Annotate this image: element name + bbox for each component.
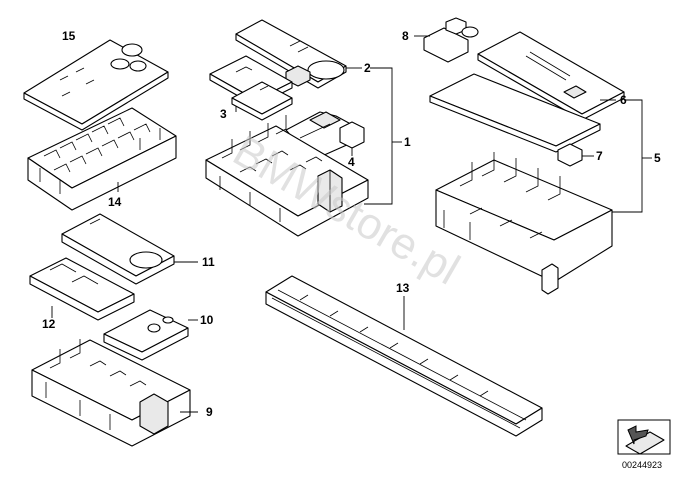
part-13-strip[interactable] (265, 275, 543, 437)
part-15-cover[interactable] (23, 39, 169, 131)
label-11: 11 (202, 255, 215, 269)
label-4: 4 (348, 155, 355, 169)
bracket-1 (364, 67, 393, 205)
label-3: 3 (220, 107, 227, 121)
part-1-housing[interactable] (205, 115, 369, 237)
label-2: 2 (364, 61, 371, 75)
label-14: 14 (108, 195, 122, 209)
label-6: 6 (620, 93, 627, 107)
part-3-lid[interactable] (209, 55, 293, 121)
arrow-icon (617, 419, 671, 455)
part-2-cover[interactable] (235, 19, 362, 89)
label-8: 8 (402, 29, 409, 43)
label-15: 15 (62, 29, 76, 43)
bracket-5 (612, 99, 643, 213)
label-12: 12 (42, 317, 56, 331)
part-9-housing[interactable] (31, 339, 198, 447)
label-13: 13 (396, 281, 410, 295)
part-10-bracket[interactable] (103, 309, 198, 361)
part-14-fuse-carrier[interactable] (27, 107, 177, 211)
document-number: 00244923 (622, 460, 662, 470)
label-5: 5 (654, 151, 661, 165)
part-8-connector[interactable] (414, 17, 479, 63)
part-5-housing[interactable] (435, 152, 613, 295)
part-11-cover[interactable] (61, 213, 198, 285)
part-6-covers[interactable] (429, 31, 625, 153)
part-12-lid[interactable] (29, 257, 135, 321)
part-7-clip[interactable] (557, 143, 594, 167)
label-9: 9 (206, 405, 213, 419)
label-10: 10 (200, 313, 214, 327)
label-1: 1 (404, 135, 411, 149)
label-7: 7 (596, 149, 603, 163)
